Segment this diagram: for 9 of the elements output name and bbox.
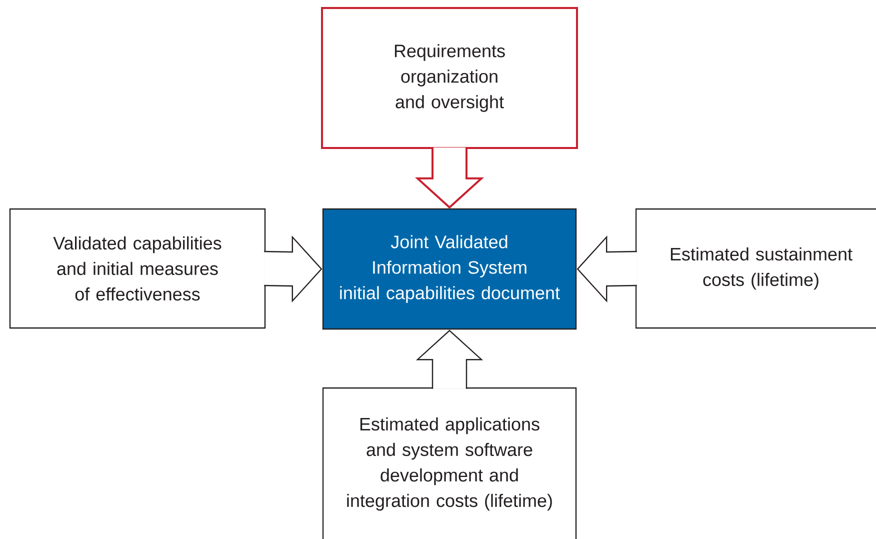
- block-arrow: [416, 330, 484, 390]
- block-arrow: [414, 146, 484, 209]
- document-box: Joint Validated Information System initial capabilities document: [322, 208, 577, 330]
- input-box: Validated capabilities and initial measures of effectiveness: [9, 208, 266, 329]
- input-box: Estimated applications and system software development and integration costs (lifetime): [322, 387, 577, 539]
- input-box: Estimated sustainment costs (lifetime): [635, 208, 876, 329]
- oversight-box: Requirements organization and oversight: [321, 7, 578, 149]
- block-arrow: [264, 235, 322, 303]
- block-arrow: [576, 235, 638, 303]
